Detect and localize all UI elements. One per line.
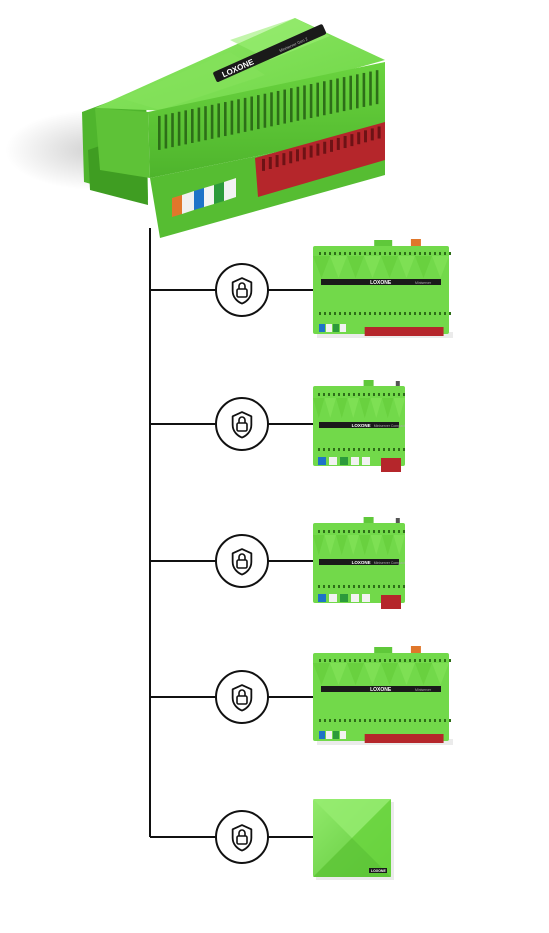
device-logo-text: LOXONE — [371, 869, 386, 873]
main-vent-slots — [158, 70, 379, 150]
terminal-slot — [323, 141, 327, 154]
terminal-slot — [364, 130, 367, 143]
terminal-slot — [268, 156, 272, 169]
branch-row: LOXONE — [150, 799, 394, 880]
vent-slot — [243, 97, 247, 132]
vent-slot — [329, 79, 333, 114]
terminal-slot — [336, 137, 340, 150]
terminal-slot — [289, 151, 293, 164]
vent-slot — [177, 111, 181, 146]
vent-slot — [296, 86, 300, 121]
vent-slot — [171, 113, 174, 148]
vent-slot — [309, 84, 313, 119]
shield-lock-icon — [215, 263, 269, 317]
device-model-text: Miniserver Compact — [374, 424, 405, 428]
shield-lock-icon — [215, 810, 269, 864]
vent-slot — [164, 114, 168, 149]
vent-slot — [336, 78, 339, 113]
vent-slot — [224, 102, 227, 137]
vent-slot — [369, 71, 372, 106]
terminal-slot — [350, 134, 354, 147]
vent-slot — [184, 110, 187, 145]
device-logo-text: LOXONE — [352, 423, 371, 428]
vent-slot — [230, 100, 234, 135]
main-miniserver: LOXONE Miniserver Gen 2 — [5, 18, 385, 238]
terminal-slot — [275, 155, 279, 168]
miniserver-device: LOXONE Miniserver — [313, 646, 453, 745]
vent-slot — [342, 77, 346, 112]
shield-lock-icon — [215, 397, 269, 451]
terminal-slot — [282, 153, 286, 166]
vent-slot — [349, 75, 352, 110]
vent-slot — [356, 74, 359, 109]
terminal-slot — [302, 147, 306, 160]
main-port-connectors — [172, 178, 236, 217]
vent-slot — [237, 99, 240, 134]
branch-row: LOXONE Miniserver — [150, 646, 453, 745]
vent-slot — [257, 95, 260, 130]
vent-slot — [283, 89, 286, 124]
sensor-box-device: LOXONE — [313, 799, 394, 880]
terminal-slot — [262, 158, 265, 171]
terminal-slot — [377, 126, 381, 139]
terminal-slot — [370, 128, 374, 141]
device-model-text: Miniserver Compact — [374, 561, 405, 565]
branch-row: LOXONE Miniserver — [150, 239, 453, 338]
device-model-text: Miniserver — [415, 281, 432, 285]
device-model-text: Miniserver — [415, 688, 432, 692]
vent-slot — [204, 106, 207, 141]
terminal-slot — [343, 136, 347, 149]
device-logo-text: LOXONE — [370, 687, 392, 693]
device-logo-text: LOXONE — [352, 560, 371, 565]
shield-lock-icon — [215, 534, 269, 588]
vent-slot — [191, 108, 194, 143]
vent-slot — [210, 104, 214, 139]
vent-slot — [290, 88, 293, 123]
device-logo-text: LOXONE — [370, 280, 392, 286]
vent-slot — [197, 107, 201, 142]
vent-slot — [263, 93, 267, 128]
terminal-slot — [309, 145, 313, 158]
vent-slot — [375, 70, 379, 105]
vent-slot — [303, 85, 306, 120]
terminal-slot — [330, 139, 333, 152]
vent-slot — [217, 103, 220, 138]
main-terminal-slots — [262, 126, 381, 171]
terminal-slot — [357, 132, 361, 145]
vent-slot — [158, 115, 161, 150]
shield-lock-icon — [215, 670, 269, 724]
vent-slot — [270, 92, 273, 127]
vent-slot — [250, 96, 253, 131]
miniserver-device: LOXONE Miniserver — [313, 239, 453, 338]
vent-slot — [316, 82, 319, 117]
vent-slot — [276, 90, 280, 125]
terminal-slot — [316, 143, 320, 156]
terminal-slot — [296, 149, 299, 162]
vent-slot — [323, 81, 326, 116]
vent-slot — [362, 72, 366, 107]
